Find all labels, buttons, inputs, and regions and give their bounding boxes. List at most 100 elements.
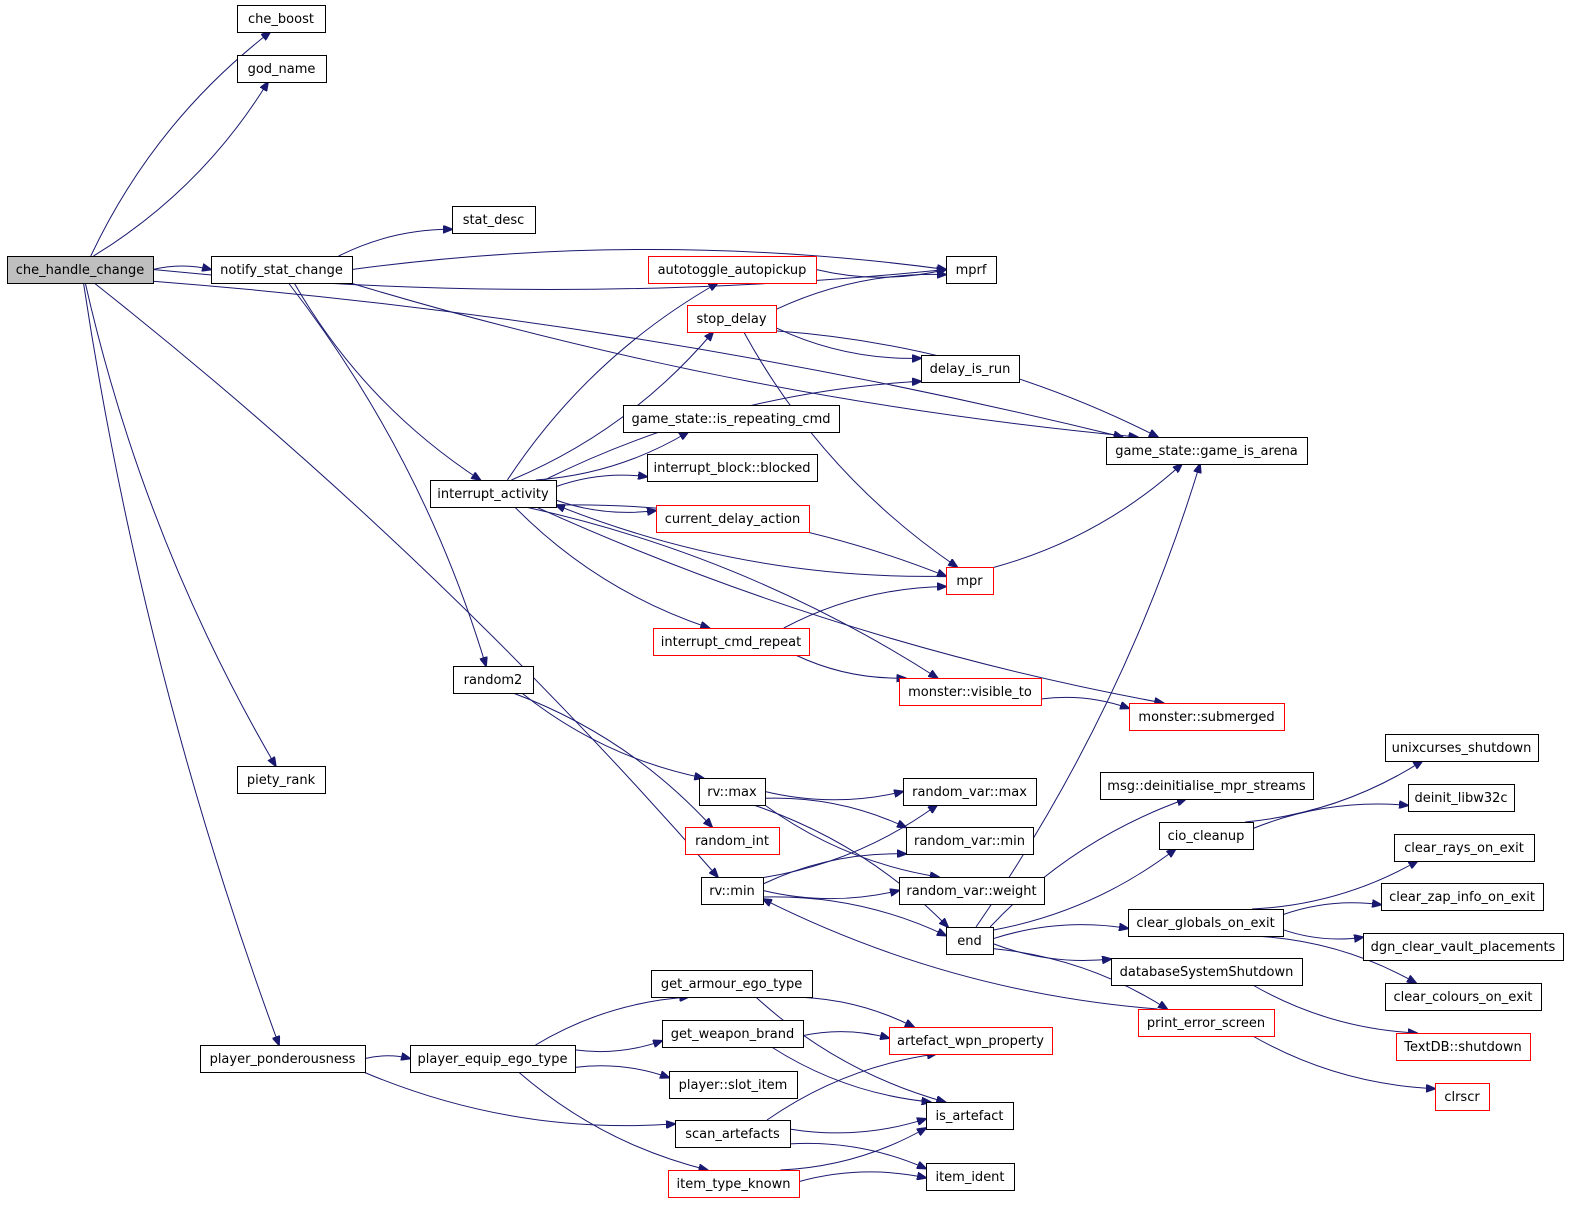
node-label: player::slot_item: [679, 1078, 788, 1093]
node-rv_max[interactable]: rv::max: [699, 778, 766, 806]
node-box: [1408, 784, 1515, 812]
node-random_var_max[interactable]: random_var::max: [903, 778, 1037, 806]
node-dgn_clear_vault_placements[interactable]: dgn_clear_vault_placements: [1363, 933, 1564, 961]
node-box: [430, 480, 557, 508]
edge-interrupt_activity-to-autotoggle_autopickup: [506, 283, 717, 481]
node-mprf[interactable]: mprf: [946, 256, 997, 284]
node-item_ident[interactable]: item_ident: [926, 1163, 1015, 1191]
node-box: [685, 827, 780, 855]
edge-stop_delay-to-mprf: [775, 274, 946, 310]
node-print_error_screen[interactable]: print_error_screen: [1138, 1009, 1275, 1037]
node-stat_desc[interactable]: stat_desc: [452, 206, 536, 234]
node-label: autotoggle_autopickup: [658, 263, 807, 278]
edge-clear_globals_on_exit-to-clear_colours_on_exit: [1252, 935, 1417, 983]
node-che_handle_change[interactable]: che_handle_change: [7, 256, 154, 284]
edge-end-to-clear_globals_on_exit: [992, 925, 1128, 940]
node-slot_item[interactable]: player::slot_item: [669, 1071, 798, 1099]
node-random_var_min[interactable]: random_var::min: [906, 827, 1034, 855]
node-interrupt_activity[interactable]: interrupt_activity: [430, 480, 557, 508]
node-clrscr[interactable]: clrscr: [1435, 1083, 1490, 1111]
node-deinit_libw32c[interactable]: deinit_libw32c: [1408, 784, 1515, 812]
node-random2[interactable]: random2: [453, 666, 534, 694]
node-box: [889, 1027, 1053, 1055]
node-end[interactable]: end: [946, 927, 994, 955]
node-is_artefact[interactable]: is_artefact: [926, 1102, 1014, 1130]
node-box: [921, 355, 1020, 383]
node-visible_to[interactable]: monster::visible_to: [899, 678, 1042, 706]
node-label: item_type_known: [676, 1177, 790, 1192]
node-autotoggle_autopickup[interactable]: autotoggle_autopickup: [648, 256, 817, 284]
node-unixcurses_shutdown[interactable]: unixcurses_shutdown: [1385, 734, 1539, 762]
node-label: databaseSystemShutdown: [1120, 965, 1294, 980]
edge-player_equip_ego_type-to-get_armour_ego_type: [535, 997, 689, 1046]
node-label: TextDB::shutdown: [1403, 1040, 1521, 1055]
edge-autotoggle_autopickup-to-mprf: [815, 270, 946, 278]
node-box: [1385, 734, 1539, 762]
edge-rv_min-to-random_var_weight: [762, 891, 899, 900]
node-box: [701, 877, 764, 905]
node-get_weapon_brand[interactable]: get_weapon_brand: [662, 1020, 804, 1048]
node-interrupt_cmd_repeat[interactable]: interrupt_cmd_repeat: [653, 628, 810, 656]
node-blocked[interactable]: interrupt_block::blocked: [647, 454, 818, 482]
edge-che_handle_change-to-notify_stat_change: [152, 266, 211, 270]
node-label: interrupt_activity: [437, 487, 549, 502]
node-label: random_var::min: [914, 834, 1025, 849]
node-label: cio_cleanup: [1168, 829, 1245, 844]
edge-rv_max-to-random_var_min: [764, 797, 906, 827]
node-delay_is_run[interactable]: delay_is_run: [921, 355, 1020, 383]
node-box: [1363, 933, 1564, 961]
node-label: interrupt_cmd_repeat: [661, 635, 801, 650]
edge-visible_to-to-submerged: [1040, 696, 1129, 708]
node-game_is_arena[interactable]: game_state::game_is_arena: [1106, 437, 1308, 465]
node-god_name[interactable]: god_name: [237, 55, 327, 83]
edge-get_armour_ego_type-to-is_artefact: [755, 996, 945, 1102]
edge-interrupt_activity-to-blocked: [555, 475, 647, 488]
edge-get_weapon_brand-to-artefact_wpn_property: [802, 1031, 889, 1039]
node-rv_min[interactable]: rv::min: [701, 877, 764, 905]
edge-rv_min-to-random_var_min: [762, 854, 906, 885]
node-player_equip_ego_type[interactable]: player_equip_ego_type: [410, 1045, 576, 1073]
edge-notify_stat_change-to-random2: [288, 282, 487, 666]
node-deinit_mpr[interactable]: msg::deinitialise_mpr_streams: [1100, 772, 1314, 800]
node-submerged[interactable]: monster::submerged: [1129, 703, 1285, 731]
node-artefact_wpn_property[interactable]: artefact_wpn_property: [889, 1027, 1053, 1055]
edge-interrupt_activity-to-interrupt_cmd_repeat: [514, 506, 710, 628]
node-label: get_weapon_brand: [671, 1027, 794, 1042]
node-clear_zap_info_on_exit[interactable]: clear_zap_info_on_exit: [1381, 883, 1544, 911]
node-clear_colours_on_exit[interactable]: clear_colours_on_exit: [1385, 983, 1542, 1011]
node-mpr[interactable]: mpr: [946, 567, 994, 595]
edge-random2-to-random_int: [512, 692, 712, 827]
node-databaseSystemShutdown[interactable]: databaseSystemShutdown: [1111, 958, 1303, 986]
node-label: random_var::weight: [906, 884, 1036, 899]
node-label: clear_rays_on_exit: [1404, 841, 1524, 856]
node-notify_stat_change[interactable]: notify_stat_change: [211, 256, 353, 284]
node-piety_rank[interactable]: piety_rank: [237, 766, 326, 794]
node-label: clear_colours_on_exit: [1394, 990, 1533, 1005]
node-player_ponderousness[interactable]: player_ponderousness: [200, 1045, 366, 1073]
edge-interrupt_cmd_repeat-to-visible_to: [795, 654, 906, 678]
node-scan_artefacts[interactable]: scan_artefacts: [675, 1120, 791, 1148]
node-is_repeating_cmd[interactable]: game_state::is_repeating_cmd: [623, 405, 840, 433]
node-label: god_name: [248, 62, 316, 77]
node-item_type_known[interactable]: item_type_known: [668, 1170, 800, 1198]
node-label: dgn_clear_vault_placements: [1371, 940, 1556, 955]
edge-clear_globals_on_exit-to-dgn_clear_vault_placements: [1282, 929, 1363, 939]
node-current_delay_action[interactable]: current_delay_action: [656, 505, 810, 533]
node-box: [1111, 958, 1303, 986]
node-random_int[interactable]: random_int: [685, 827, 780, 855]
node-clear_globals_on_exit[interactable]: clear_globals_on_exit: [1128, 909, 1284, 937]
node-textdb_shutdown[interactable]: TextDB::shutdown: [1396, 1033, 1531, 1061]
node-clear_rays_on_exit[interactable]: clear_rays_on_exit: [1394, 834, 1535, 862]
node-get_armour_ego_type[interactable]: get_armour_ego_type: [651, 970, 813, 998]
node-random_var_weight[interactable]: random_var::weight: [899, 877, 1045, 905]
node-label: clear_zap_info_on_exit: [1389, 890, 1535, 905]
node-che_boost[interactable]: che_boost: [237, 5, 326, 33]
node-label: get_armour_ego_type: [661, 977, 802, 992]
node-box: [1106, 437, 1308, 465]
node-box: [903, 778, 1037, 806]
node-box: [687, 305, 777, 333]
node-cio_cleanup[interactable]: cio_cleanup: [1159, 822, 1254, 850]
node-stop_delay[interactable]: stop_delay: [687, 305, 777, 333]
edge-interrupt_activity-to-visible_to: [525, 506, 938, 678]
